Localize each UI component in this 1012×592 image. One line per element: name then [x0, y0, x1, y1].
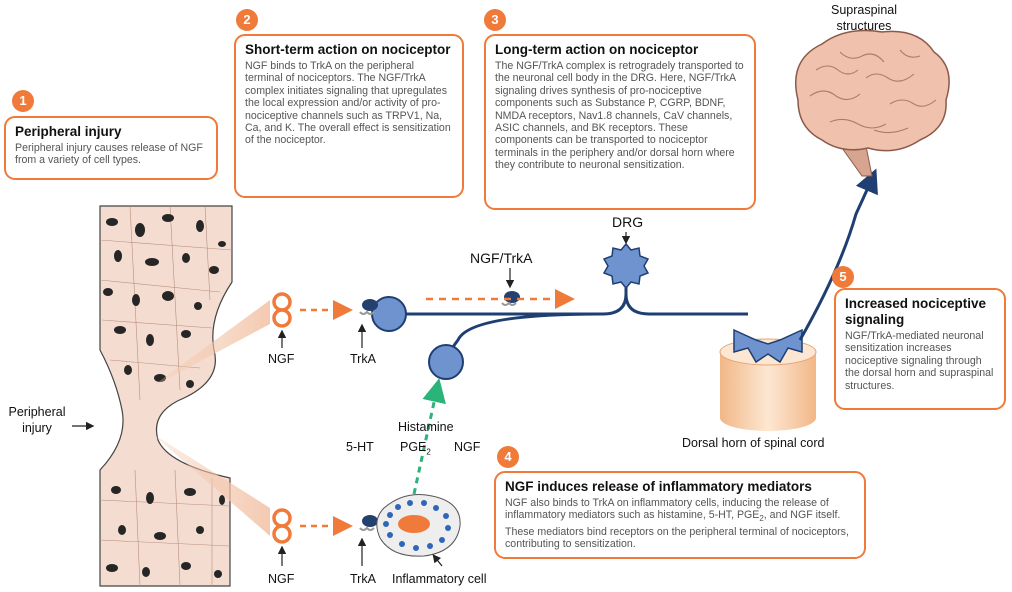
- ngf-top-label: NGF: [268, 352, 295, 366]
- step-5-callout: Increased nociceptive signaling NGF/TrkA…: [834, 288, 1006, 410]
- inflammatory-cell-pointer: [432, 554, 443, 567]
- step-1-title: Peripheral injury: [15, 124, 122, 139]
- step-1-number: 1: [12, 90, 34, 112]
- step-3-title: Long-term action on nociceptor: [495, 42, 699, 57]
- step-3-callout: Long-term action on nociceptor The NGF/T…: [484, 34, 756, 210]
- step-3-number: 3: [484, 9, 506, 31]
- ngf-molecule-top: [272, 292, 292, 328]
- ngf-bottom-label: NGF: [268, 572, 295, 586]
- step-1-callout: Peripheral injury Peripheral injury caus…: [4, 116, 218, 180]
- step-5-number: 5: [832, 266, 854, 288]
- step-4-title: NGF induces release of inflammatory medi…: [505, 479, 812, 494]
- peripheral-injury-label: Peripheral injury: [8, 405, 66, 435]
- step-2-text: NGF binds to TrkA on the peripheral term…: [245, 60, 451, 147]
- ngf-mid-label: NGF: [454, 440, 481, 454]
- histamine-label: Histamine: [398, 420, 454, 434]
- ngf-molecule-bottom: [272, 508, 292, 544]
- step-4-number: 4: [497, 446, 519, 468]
- nociceptor-axon: [404, 278, 748, 353]
- brain-illustration: [794, 29, 950, 177]
- inflammatory-cell-label: Inflammatory cell: [392, 572, 487, 586]
- step-5-title: Increased nociceptive signaling: [845, 296, 987, 327]
- pge2-label: PGE2: [400, 440, 431, 457]
- trka-receptor-top: [359, 299, 378, 315]
- peripheral-terminal-mid: [428, 344, 464, 380]
- supraspinal-label: Supraspinal structures: [830, 3, 897, 33]
- step-3-text: The NGF/TrkA complex is retrogradely tra…: [495, 60, 744, 172]
- step-1-text: Peripheral injury causes release of NGF …: [15, 142, 203, 167]
- drg-label: DRG: [612, 214, 644, 230]
- drg-cell-body: [602, 242, 650, 290]
- step-4-callout: NGF induces release of inflammatory medi…: [494, 471, 866, 559]
- trka-top-label: TrkA: [350, 352, 376, 366]
- ngf-trka-label: NGF/TrkA: [470, 250, 533, 266]
- mediator-release-arrow: [412, 378, 446, 495]
- step-2-number: 2: [236, 9, 258, 31]
- peripheral-terminal-top: [371, 296, 407, 332]
- serotonin-label: 5-HT: [346, 440, 374, 454]
- trka-receptor-bottom: [359, 515, 378, 531]
- ascending-pathway: [798, 168, 878, 341]
- dorsal-horn-label: Dorsal horn of spinal cord: [682, 436, 825, 450]
- step-4-text: NGF also binds to TrkA on inflammatory c…: [505, 497, 849, 551]
- step-2-title: Short-term action on nociceptor: [245, 42, 451, 57]
- injured-tissue: [99, 205, 270, 587]
- dorsal-horn-spinal-cord: [719, 328, 817, 431]
- inflammatory-cell-shape: [376, 494, 461, 557]
- trka-bottom-label: TrkA: [350, 572, 376, 586]
- step-5-text: NGF/TrkA-mediated neuronal sensitization…: [845, 330, 994, 392]
- step-2-callout: Short-term action on nociceptor NGF bind…: [234, 34, 464, 198]
